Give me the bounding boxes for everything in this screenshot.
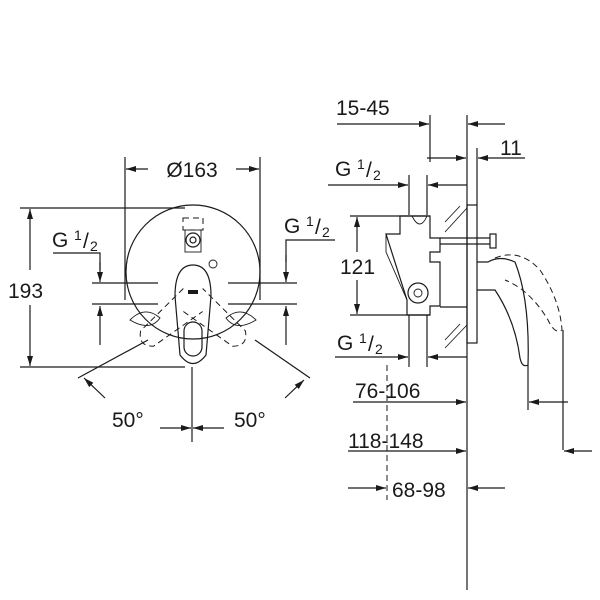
thread-bottom-slash: /: [368, 333, 374, 356]
thread-right-num: 1: [306, 213, 314, 229]
thread-right-slash: /: [315, 216, 321, 239]
thread-top-letter: G: [335, 158, 351, 181]
side-view: 15-45 11 G 1 / 2 121: [328, 97, 592, 590]
plate-thickness-label: 11: [500, 137, 522, 160]
thread-bottom-letter: G: [337, 332, 353, 355]
thread-left-num: 1: [74, 227, 82, 243]
wall-range-label: 15-45: [336, 97, 390, 120]
thread-left-slash: /: [83, 230, 89, 253]
depth-3-label: 68-98: [392, 479, 446, 502]
lever-handle: [174, 264, 212, 365]
angle-right-label: 50°: [234, 409, 266, 432]
thread-right-letter: G: [284, 215, 300, 238]
depth-2-label: 118-148: [348, 430, 424, 453]
height-label: 193: [8, 280, 43, 303]
front-view: Ø163 193 G 1 / 2 G 1 / 2: [8, 157, 335, 442]
diameter-label: Ø163: [166, 159, 217, 182]
thread-top-den: 2: [373, 167, 381, 183]
angle-left-label: 50°: [112, 409, 144, 432]
diverter-knob: [489, 233, 497, 249]
thread-bottom-den: 2: [375, 341, 383, 357]
thread-bottom-num: 1: [359, 330, 367, 346]
cover-plate: [125, 204, 261, 340]
thread-top-num: 1: [357, 156, 365, 172]
lever-side: [477, 257, 529, 367]
thread-left-letter: G: [52, 229, 68, 252]
thread-left-den: 2: [90, 238, 98, 254]
thread-top-slash: /: [366, 159, 372, 182]
valve-body: [385, 215, 441, 316]
thread-right-den: 2: [322, 224, 330, 240]
depth-1-label: 76-106: [355, 380, 420, 403]
connection-spacing-label: 121: [340, 256, 375, 279]
cover-plate-side: [466, 204, 478, 344]
